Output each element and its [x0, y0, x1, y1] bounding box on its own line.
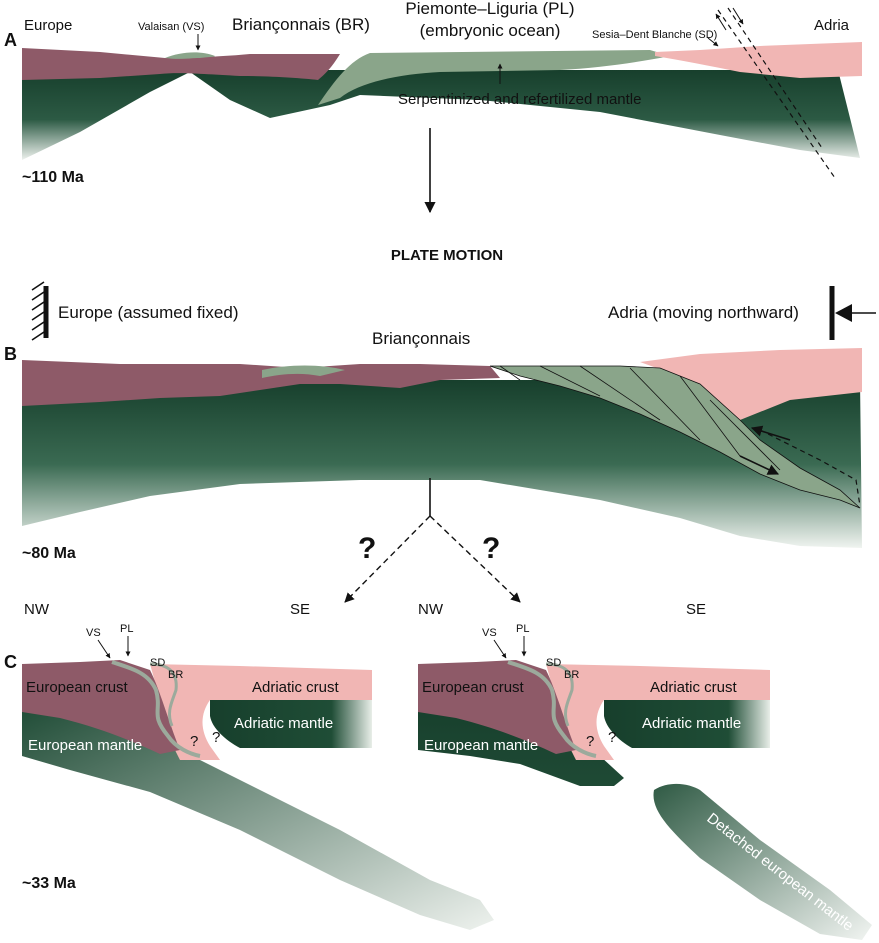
- panel-a: A Europe Adria Valaisan (VS) Briançonnai…: [4, 0, 862, 186]
- branch-arrow-left: [344, 515, 431, 603]
- european-crust-label-left: European crust: [26, 679, 129, 696]
- adriatic-crust-right: [546, 664, 770, 760]
- adriatic-crust-label-left: Adriatic crust: [252, 679, 340, 696]
- se-label-left: SE: [290, 601, 310, 618]
- panel-a-fault-arrow: [715, 13, 727, 31]
- nw-label-left: NW: [24, 601, 50, 618]
- vs-label-right: VS: [482, 627, 497, 639]
- scenario-left: VS PL SD BR European crust Adriatic crus…: [22, 623, 494, 930]
- panel-a-fault-line-2: [727, 7, 823, 149]
- ophiolite-band-right-upper: [545, 662, 574, 727]
- age-80-label: ~80 Ma: [22, 545, 76, 562]
- pl-label-left: PL: [120, 623, 133, 635]
- adriatic-mantle-left: [210, 694, 372, 748]
- adriatic-crust-label-right: Adriatic crust: [650, 679, 738, 696]
- vs-arrow-left: [97, 639, 111, 659]
- plate-motion-section: PLATE MOTION Europe (assumed fixed) Adri…: [31, 247, 876, 341]
- question-mark-right: ?: [482, 532, 500, 565]
- sesia-arrow: [707, 37, 719, 47]
- detached-slab: [653, 783, 872, 940]
- age-110-label: ~110 Ma: [22, 169, 84, 186]
- panel-a-serpentinized-mantle: [318, 50, 670, 105]
- piemonte-label-line2: (embryonic ocean): [420, 21, 561, 40]
- adriatic-crust-left: [150, 664, 372, 760]
- european-crust-right: [418, 660, 576, 754]
- question-mark-left: ?: [358, 532, 376, 565]
- ophiolite-band-left-upper: [149, 662, 178, 727]
- adriatic-mantle-label-right: Adriatic mantle: [642, 715, 741, 732]
- panel-c: C NW SE NW SE VS PL SD BR European crust…: [4, 601, 872, 940]
- european-mantle-label-right: European mantle: [424, 737, 538, 754]
- piemonte-label-line1: Piemonte–Liguria (PL): [405, 0, 574, 18]
- brianconnais-label: Briançonnais (BR): [232, 15, 370, 34]
- question-small-left-1: ?: [190, 733, 198, 750]
- panel-b-wedge-faults: [499, 365, 781, 471]
- panel-b-adriatic-crust: [640, 348, 862, 420]
- panel-a-letter: A: [4, 30, 17, 50]
- panel-b-letter: B: [4, 344, 17, 364]
- br-label-right: BR: [564, 669, 579, 681]
- valaisan-label: Valaisan (VS): [138, 21, 204, 33]
- european-slab-left: [22, 700, 494, 930]
- ophiolite-band-right: [507, 660, 597, 758]
- panel-b-brianconnais-label: Briançonnais: [372, 329, 470, 348]
- european-crust-left: [22, 660, 180, 754]
- sd-label-right: SD: [546, 657, 561, 669]
- se-label-right: SE: [686, 601, 706, 618]
- panel-b-serp-small: [262, 365, 345, 378]
- europe-label: Europe: [24, 17, 72, 34]
- scenario-branch-arrows: ? ?: [344, 478, 521, 603]
- shear-arrow-upper: [750, 425, 791, 441]
- panel-b-european-crust: [22, 360, 500, 406]
- sd-label-left: SD: [150, 657, 165, 669]
- panel-a-fault-arrow-2: [732, 7, 744, 25]
- question-small-right-2: ?: [608, 729, 616, 746]
- adriatic-mantle-right: [604, 694, 770, 748]
- fixed-wall-hatch-icon: [31, 281, 45, 341]
- scenario-right: VS PL SD BR European crust Adriatic crus…: [418, 623, 872, 940]
- european-crust-label-right: European crust: [422, 679, 525, 696]
- vs-label-left: VS: [86, 627, 101, 639]
- european-mantle-label-left: European mantle: [28, 737, 142, 754]
- adria-moving-label: Adria (moving northward): [608, 303, 799, 322]
- panel-b-mantle: [22, 380, 862, 548]
- panel-a-mantle: [22, 70, 860, 160]
- age-33-label: ~33 Ma: [22, 875, 76, 892]
- panel-a-european-crust: [22, 48, 340, 80]
- panel-a-adriatic-crust: [655, 42, 862, 78]
- serpentinized-label: Serpentinized and refertilized mantle: [398, 91, 641, 108]
- shear-arrow-lower: [739, 455, 780, 475]
- panel-b-subduction-dashed: [759, 429, 861, 507]
- plate-motion-title: PLATE MOTION: [391, 247, 503, 264]
- ophiolite-band-left: [111, 660, 201, 758]
- question-small-right-1: ?: [586, 733, 594, 750]
- br-label-left: BR: [168, 669, 183, 681]
- panel-c-letter: C: [4, 652, 17, 672]
- nw-label-right: NW: [418, 601, 444, 618]
- adriatic-mantle-label-left: Adriatic mantle: [234, 715, 333, 732]
- pl-label-right: PL: [516, 623, 529, 635]
- moving-arrowhead-icon: [835, 304, 852, 322]
- sesia-label: Sesia–Dent Blanche (SD): [592, 29, 717, 41]
- panel-b: B Briançonnais ~80 Ma: [4, 329, 862, 562]
- question-small-left-2: ?: [212, 729, 220, 746]
- branch-arrow-right: [429, 515, 521, 603]
- europe-fixed-label: Europe (assumed fixed): [58, 303, 238, 322]
- vs-arrow-right: [493, 639, 507, 659]
- adria-label: Adria: [814, 17, 850, 34]
- panel-a-fault-line: [717, 9, 836, 179]
